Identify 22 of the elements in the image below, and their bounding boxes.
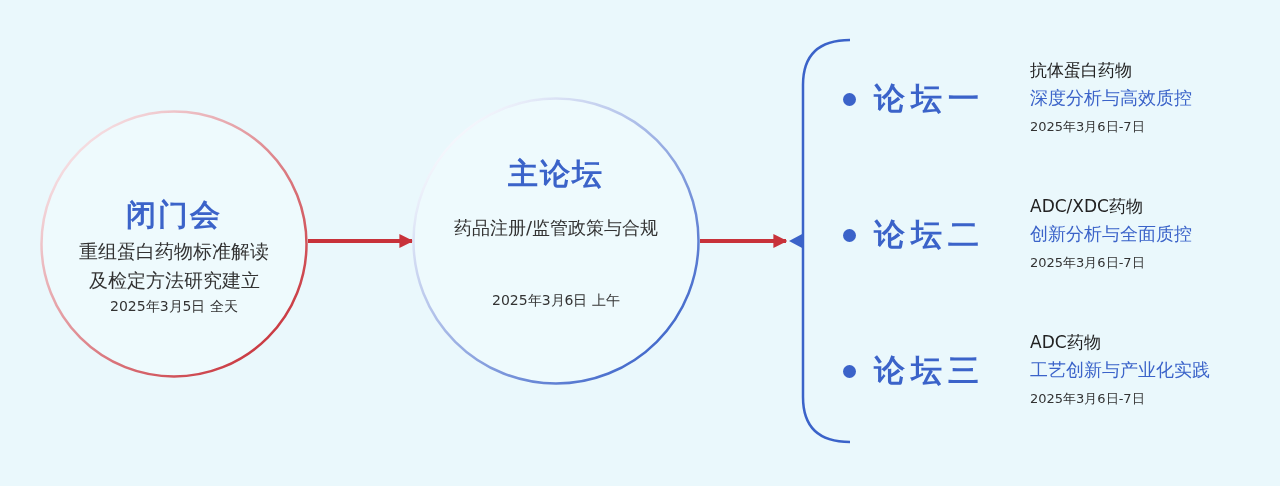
forum-subtitle: 工艺创新与产业化实践: [1030, 357, 1210, 382]
forum-subtitle: 创新分析与全面质控: [1030, 221, 1192, 246]
forum-topic: ADC药物: [1030, 331, 1102, 354]
forum-title: 论坛二: [874, 215, 985, 254]
arrow: [700, 234, 788, 248]
circle-title: 主论坛: [508, 157, 604, 190]
forum-topic: 抗体蛋白药物: [1030, 59, 1133, 82]
date-text: 2025年3月6日-7日: [1030, 389, 1146, 408]
date-text: 2025年3月6日-7日: [1030, 117, 1146, 136]
circle-description: 药品注册/监管政策与合规: [452, 216, 660, 240]
circle-node: [40, 110, 308, 378]
date-text: 2025年3月5日 全天: [110, 297, 238, 316]
forum-title: 论坛三: [874, 351, 985, 390]
circle-node: [412, 97, 700, 385]
arrow: [308, 234, 414, 248]
circle-title: 闭门会: [126, 198, 222, 231]
forum-topic: ADC/XDC药物: [1030, 195, 1144, 218]
circle-description: 重组蛋白药物标准解读及检定方法研究建立: [78, 239, 270, 294]
forum-subtitle: 深度分析与高效质控: [1030, 85, 1192, 110]
date-text: 2025年3月6日-7日: [1030, 253, 1146, 272]
forum-title: 论坛一: [874, 79, 985, 118]
date-text: 2025年3月6日 上午: [492, 291, 620, 310]
